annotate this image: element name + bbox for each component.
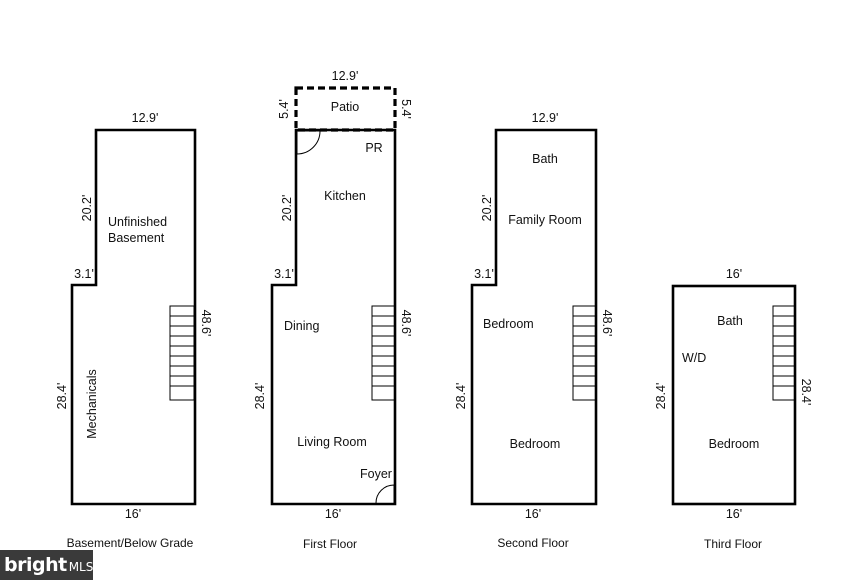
patio-dim-right: 5.4' bbox=[399, 99, 413, 119]
third-floor-stairs bbox=[772, 305, 796, 401]
first-dim-lower-left: 28.4' bbox=[253, 383, 267, 410]
room-label-pr: PR bbox=[365, 141, 382, 155]
floor-plan-basement: 12.9' 20.2' 3.1' 48.6' 28.4' 16' Unfinis… bbox=[55, 111, 213, 550]
room-label-foyer: Foyer bbox=[360, 467, 392, 481]
first-dim-right: 48.6' bbox=[399, 310, 413, 337]
patio-dim-top: 12.9' bbox=[332, 69, 359, 83]
basement-dim-top: 12.9' bbox=[132, 111, 159, 125]
third-dim-right: 28.4' bbox=[799, 379, 813, 406]
floor-plans-diagram: 12.9' 20.2' 3.1' 48.6' 28.4' 16' Unfinis… bbox=[55, 69, 813, 550]
room-label-patio: Patio bbox=[331, 100, 360, 114]
second-dim-bottom: 16' bbox=[525, 507, 541, 521]
basement-dim-right: 48.6' bbox=[199, 310, 213, 337]
room-label-living-room: Living Room bbox=[297, 435, 366, 449]
floor-plan-third: 16' 28.4' 28.4' 16' Bath W/D Bedroom Thi… bbox=[654, 267, 813, 550]
second-dim-step: 3.1' bbox=[474, 267, 494, 281]
second-dim-top: 12.9' bbox=[532, 111, 559, 125]
second-dim-right: 48.6' bbox=[600, 310, 614, 337]
third-dim-left: 28.4' bbox=[654, 383, 668, 410]
room-label-bath: Bath bbox=[532, 152, 558, 166]
room-label-bath: Bath bbox=[717, 314, 743, 328]
brand-logo-text: bright bbox=[4, 554, 67, 576]
floor-plan-first: 12.9' 5.4' 5.4' 20.2' 3.1' 48.6' 28.4' 1… bbox=[253, 69, 413, 550]
basement-outline bbox=[70, 128, 197, 506]
third-dim-top: 16' bbox=[726, 267, 742, 281]
basement-stairs bbox=[169, 305, 195, 401]
first-floor-stairs bbox=[371, 305, 396, 401]
floor-caption-second: Second Floor bbox=[497, 536, 568, 550]
room-label-bedroom: Bedroom bbox=[483, 317, 534, 331]
basement-dim-bottom: 16' bbox=[125, 507, 141, 521]
floor-caption-basement: Basement/Below Grade bbox=[67, 536, 194, 550]
first-floor-outline bbox=[270, 128, 397, 506]
room-label-bedroom: Bedroom bbox=[709, 437, 760, 451]
first-dim-bottom: 16' bbox=[325, 507, 341, 521]
room-label-bedroom: Bedroom bbox=[510, 437, 561, 451]
floor-caption-third: Third Floor bbox=[704, 537, 762, 550]
third-dim-bottom: 16' bbox=[726, 507, 742, 521]
room-label-family-room: Family Room bbox=[508, 213, 582, 227]
foyer-door-swing bbox=[375, 484, 395, 504]
second-floor-outline bbox=[470, 128, 598, 506]
room-label-wd: W/D bbox=[682, 351, 706, 365]
first-dim-step: 3.1' bbox=[274, 267, 294, 281]
room-label-mechanicals: Mechanicals bbox=[85, 369, 99, 438]
room-label-kitchen: Kitchen bbox=[324, 189, 366, 203]
room-label-unfinished: Unfinished bbox=[108, 215, 167, 229]
basement-dim-step: 3.1' bbox=[74, 267, 94, 281]
floor-caption-first: First Floor bbox=[303, 537, 357, 550]
brand-suffix: MLS bbox=[68, 560, 94, 574]
patio-dim-left: 5.4' bbox=[277, 99, 291, 119]
second-dim-upper-left: 20.2' bbox=[480, 195, 494, 222]
second-floor-stairs bbox=[572, 305, 597, 401]
floor-plan-second: 12.9' 20.2' 3.1' 48.6' 28.4' 16' Bath Fa… bbox=[454, 111, 614, 550]
second-dim-lower-left: 28.4' bbox=[454, 383, 468, 410]
room-label-dining: Dining bbox=[284, 319, 319, 333]
basement-dim-upper-left: 20.2' bbox=[80, 195, 94, 222]
room-label-basement: Basement bbox=[108, 231, 165, 245]
bright-mls-logo: bright MLS bbox=[0, 550, 93, 580]
first-dim-upper-left: 20.2' bbox=[280, 195, 294, 222]
patio-door-swing bbox=[296, 130, 321, 155]
basement-dim-lower-left: 28.4' bbox=[55, 383, 69, 410]
